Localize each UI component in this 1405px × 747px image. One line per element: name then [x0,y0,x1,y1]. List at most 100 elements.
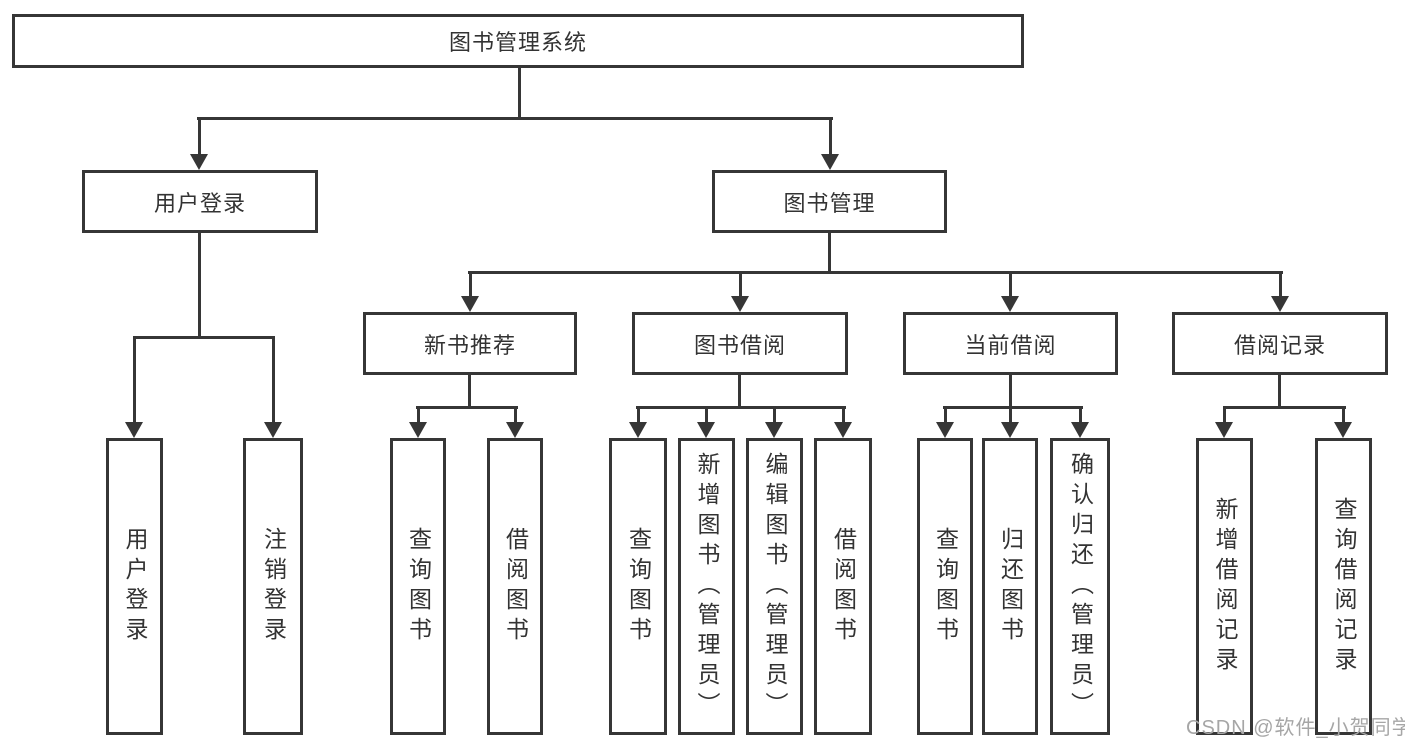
node-book-management-label: 图书管理 [783,190,876,216]
watermark: CSDN @软件_小贺同学 [1186,717,1405,739]
connector-recommend-branch [416,406,518,409]
arrow-shaft [943,406,947,422]
arrow-shaft [197,117,201,154]
connector-arrow-current-borrow [1001,271,1019,312]
leaf-recommend-borrow-books-label: 借阅图书 [502,526,529,647]
arrowhead-down-icon [697,422,715,438]
connector-root-stem [518,68,521,120]
arrowhead-down-icon [1215,422,1233,438]
leaf-recommend-query-books-label: 查询图书 [405,526,432,647]
connector-arrow-book-borrow [731,271,749,312]
leaf-current-query-books-label: 查询图书 [932,526,959,647]
leaf-query-borrow-record: 查询借阅记录 [1315,438,1372,735]
node-book-borrow: 图书借阅 [632,312,848,375]
connector-management-branch [468,271,1283,274]
connector-arrow-borrow-add [697,406,715,438]
connector-borrow-branch [636,406,846,409]
connector-arrow-current-confirm [1071,406,1089,438]
arrow-shaft [1008,271,1012,296]
arrowhead-down-icon [190,154,208,170]
connector-arrow-borrow-query [629,406,647,438]
leaf-return-books: 归还图书 [982,438,1038,735]
arrowhead-down-icon [1334,422,1352,438]
connector-arrow-book-management [821,117,839,170]
node-borrow-records-label: 借阅记录 [1233,332,1326,358]
connector-arrow-leaf-logout [264,336,282,438]
connector-arrow-borrow-borrow [834,406,852,438]
arrow-shaft [841,406,845,422]
connector-records-branch [1223,406,1346,409]
connector-arrow-new-book-recommend [461,271,479,312]
connector-records-stem [1278,375,1281,409]
connector-arrow-leaf-user-login [125,336,143,438]
connector-arrow-current-query [936,406,954,438]
connector-arrow-recommend-borrow [506,406,524,438]
connector-borrow-stem [738,375,741,409]
arrow-shaft [704,406,708,422]
node-borrow-records: 借阅记录 [1172,312,1388,375]
connector-arrow-records-add [1215,406,1233,438]
arrow-shaft [772,406,776,422]
arrowhead-down-icon [765,422,783,438]
leaf-borrow-query-books-label: 查询图书 [625,526,652,647]
leaf-logout-label: 注销登录 [260,526,287,647]
leaf-add-borrow-record-label: 新增借阅记录 [1212,496,1238,677]
arrow-shaft [513,406,517,422]
leaf-confirm-return-admin-label: 确认归还（管理员） [1067,451,1094,722]
leaf-add-books-admin: 新增图书（管理员） [678,438,735,735]
arrowhead-down-icon [731,296,749,312]
leaf-borrow-query-books: 查询图书 [609,438,667,735]
connector-current-stem [1009,375,1012,409]
arrow-shaft [636,406,640,422]
connector-arrow-current-return [1001,406,1019,438]
leaf-edit-books-admin: 编辑图书（管理员） [746,438,803,735]
leaf-confirm-return-admin: 确认归还（管理员） [1050,438,1110,735]
arrow-shaft [416,406,420,422]
node-user-login: 用户登录 [82,170,318,233]
connector-arrow-records-query [1334,406,1352,438]
leaf-logout: 注销登录 [243,438,303,735]
node-book-borrow-label: 图书借阅 [693,332,786,358]
connector-management-stem [828,233,831,274]
arrowhead-down-icon [936,422,954,438]
leaf-user-login: 用户登录 [106,438,163,735]
arrowhead-down-icon [834,422,852,438]
arrowhead-down-icon [264,422,282,438]
connector-current-branch [943,406,1083,409]
connector-arrow-recommend-query [409,406,427,438]
node-user-login-label: 用户登录 [153,190,246,216]
node-book-management: 图书管理 [712,170,947,233]
arrowhead-down-icon [1001,296,1019,312]
connector-root-branch [197,117,833,120]
arrow-shaft [468,271,472,296]
leaf-add-borrow-record: 新增借阅记录 [1196,438,1253,735]
arrowhead-down-icon [629,422,647,438]
arrow-shaft [271,336,275,422]
connector-login-branch [133,336,275,339]
leaf-return-books-label: 归还图书 [997,526,1024,647]
connector-login-stem [198,233,201,339]
connector-arrow-borrow-records [1271,271,1289,312]
arrowhead-down-icon [506,422,524,438]
node-current-borrow-label: 当前借阅 [964,332,1057,358]
arrow-shaft [1278,271,1282,296]
leaf-recommend-borrow-books: 借阅图书 [487,438,543,735]
leaf-recommend-query-books: 查询图书 [390,438,446,735]
arrow-shaft [1008,406,1012,422]
arrow-shaft [1078,406,1082,422]
node-new-book-recommend: 新书推荐 [363,312,577,375]
leaf-current-query-books: 查询图书 [917,438,973,735]
node-library-management-system-label: 图书管理系统 [448,30,587,55]
arrowhead-down-icon [1001,422,1019,438]
arrowhead-down-icon [409,422,427,438]
arrowhead-down-icon [125,422,143,438]
leaf-borrow-books: 借阅图书 [814,438,872,735]
node-current-borrow: 当前借阅 [903,312,1118,375]
connector-arrow-user-login [190,117,208,170]
node-library-management-system: 图书管理系统 [12,14,1024,68]
node-new-book-recommend-label: 新书推荐 [423,332,516,358]
leaf-query-borrow-record-label: 查询借阅记录 [1331,496,1357,677]
arrowhead-down-icon [1071,422,1089,438]
connector-recommend-stem [468,375,471,409]
